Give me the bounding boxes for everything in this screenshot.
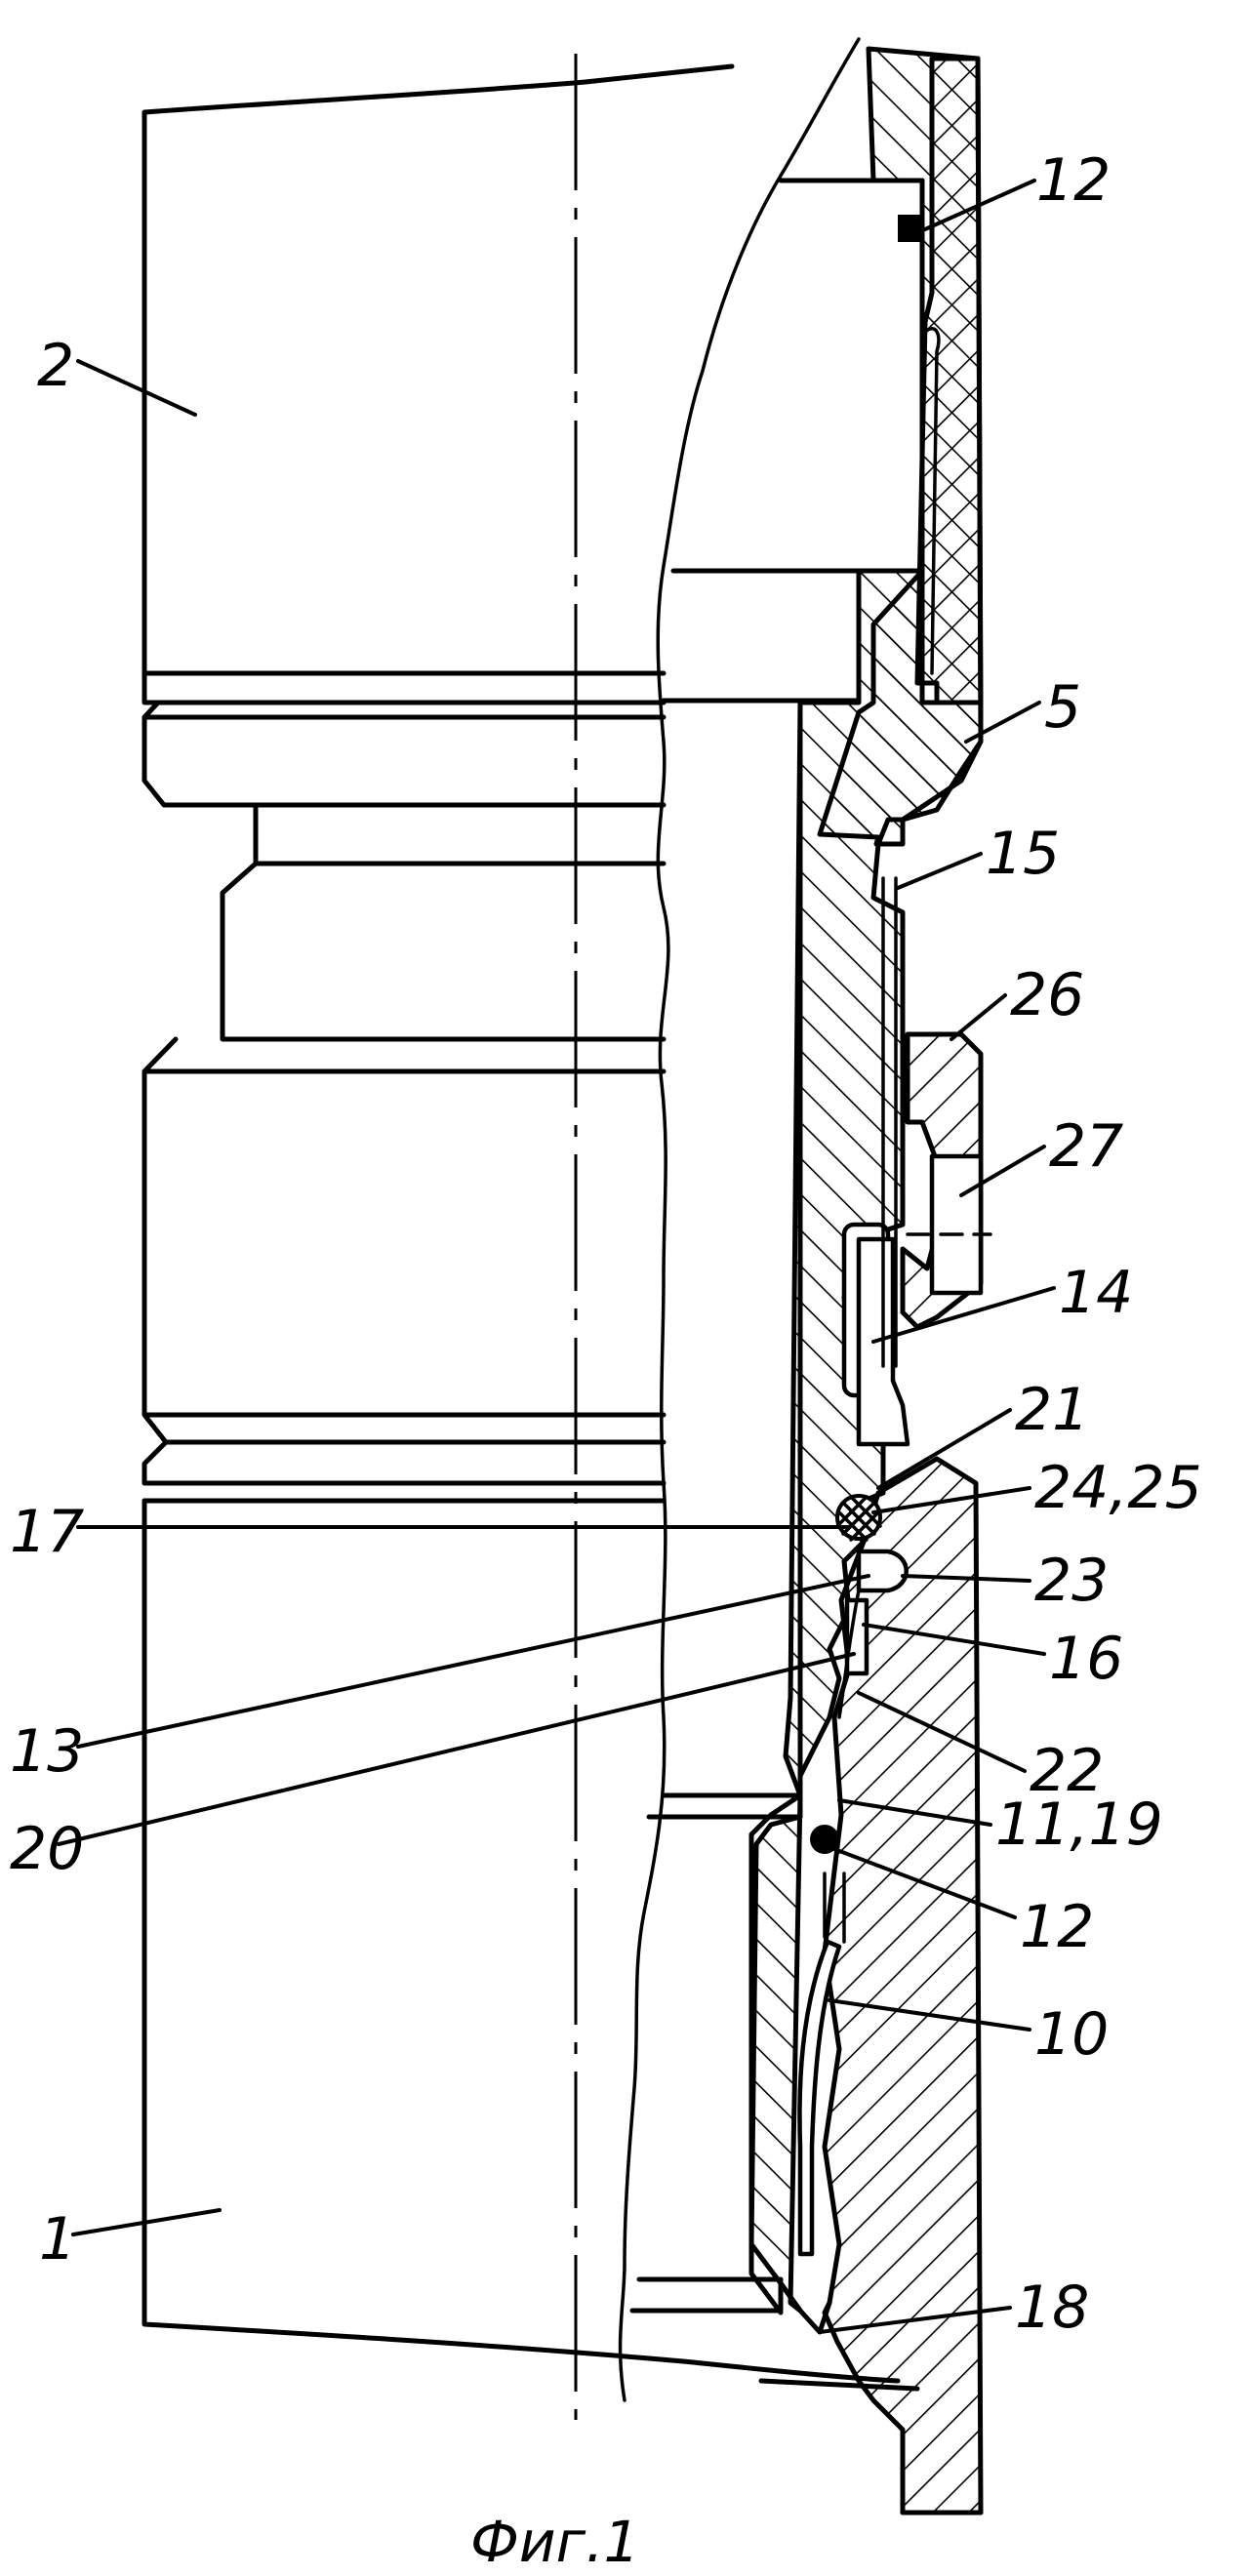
- lower-collar: [144, 1442, 664, 1501]
- label-24-25: 24,25: [1034, 1454, 1202, 1522]
- seal-12-upper: [898, 215, 923, 242]
- label-10: 10: [1034, 2000, 1109, 2069]
- leader-26: [951, 995, 1005, 1039]
- label-15: 15: [986, 820, 1060, 888]
- neck-section: [222, 805, 664, 1039]
- element-18: [781, 2283, 829, 2332]
- label-23: 23: [1034, 1547, 1109, 1615]
- label-20: 20: [10, 1815, 84, 1883]
- upper-collar: [144, 703, 664, 805]
- upper-body-outline: [144, 66, 732, 703]
- label-26: 26: [1010, 961, 1084, 1029]
- cross-section: [751, 49, 990, 2513]
- cavity-23: [859, 1551, 907, 1590]
- label-13: 13: [10, 1717, 84, 1786]
- middle-collar: [144, 1039, 664, 1442]
- label-27: 27: [1049, 1112, 1123, 1181]
- label-12-lower: 12: [1020, 1893, 1094, 1961]
- label-12-upper: 12: [1036, 146, 1111, 215]
- leader-2: [78, 361, 195, 415]
- label-1: 1: [39, 2205, 76, 2274]
- label-11-19: 11,19: [995, 1791, 1163, 1859]
- label-17: 17: [10, 1498, 84, 1566]
- label-16: 16: [1049, 1625, 1123, 1693]
- label-21: 21: [1015, 1376, 1089, 1444]
- ball-crosshatch: [837, 1497, 880, 1540]
- leader-13: [78, 1576, 869, 1747]
- label-14: 14: [1059, 1259, 1133, 1327]
- label-5: 5: [1044, 673, 1081, 742]
- slot-27: [932, 1156, 981, 1293]
- figure-caption: Фиг.1: [470, 2509, 639, 2575]
- label-2: 2: [37, 332, 74, 400]
- reference-labels: 2 12 5 15 26 27 14 21 24,25 17 23 16 13 …: [10, 146, 1202, 2342]
- label-18: 18: [1015, 2274, 1089, 2342]
- leader-15: [898, 854, 981, 888]
